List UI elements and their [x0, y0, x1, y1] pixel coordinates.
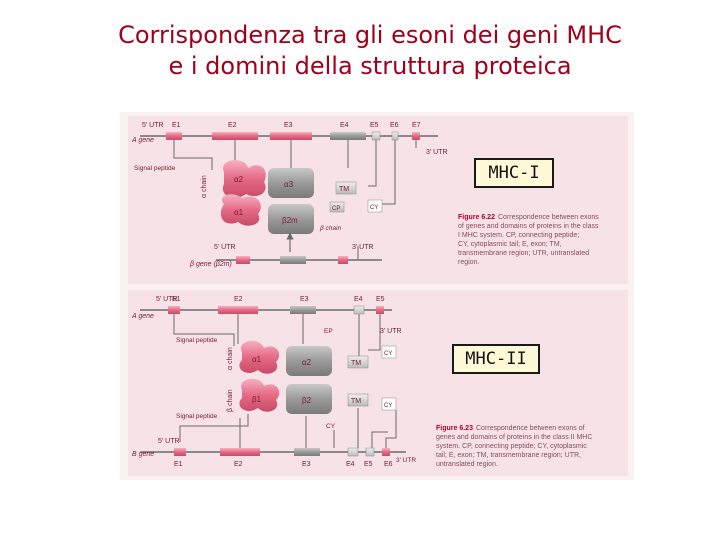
class2-cy-b-label: CY — [384, 403, 392, 409]
class1-cp-label: CP — [332, 206, 340, 212]
class2-b-exon-label-3: E3 — [302, 461, 311, 468]
class1-caption-head: Figure 6.22 — [458, 214, 495, 221]
class2-signal-peptide-b-label: Signal peptide — [176, 413, 218, 420]
class2-utr3-label: 3' UTR — [380, 328, 402, 335]
class2-a-exon-4 — [354, 306, 364, 314]
title-line-2: e i domini della struttura proteica — [60, 51, 680, 82]
class1-beta-utr5-label: 5' UTR — [214, 244, 236, 251]
class1-caption-line-5: transmembrane region; UTR, untranslated — [458, 250, 589, 257]
class1-utr3-label: 3' UTR — [426, 149, 448, 156]
class1-beta-gene-label: β gene (β2m) — [189, 261, 232, 268]
class1-exon-label-3: E3 — [284, 122, 293, 129]
class2-b-exon-label-2: E2 — [234, 461, 243, 468]
class2-a-exon-label-2: E2 — [234, 296, 243, 303]
class1-signal-peptide-label: Signal peptide — [134, 165, 176, 172]
class1-caption-line-6: region. — [458, 259, 479, 266]
class2-domain-label-a2: α2 — [302, 358, 312, 367]
class2-caption-line-5: untranslated region. — [436, 461, 498, 468]
class2-chain-a-label: α chain — [227, 347, 234, 370]
class1-beta-exon-3 — [338, 256, 348, 264]
title-line-1: Corrispondenza tra gli esoni dei geni MH… — [60, 20, 680, 51]
class2-a-exon-1 — [168, 306, 180, 314]
class2-a-exon-label-1: E1 — [172, 296, 181, 303]
class1-exon-label-5: E5 — [370, 122, 379, 129]
class2-caption-line-1: Correspondence between exons of — [476, 425, 585, 432]
class1-gene-label: A gene — [131, 137, 154, 144]
class1-exon-6 — [392, 132, 398, 140]
class1-caption-line-3: I MHC system. CP, connecting peptide; — [458, 232, 579, 239]
class2-caption-line-2: genes and domains of proteins in the cla… — [436, 434, 592, 441]
class2-tm-a-label: TM — [351, 360, 361, 367]
class1-exon-label-7: E7 — [412, 122, 421, 129]
class2-b-exon-1 — [174, 448, 186, 456]
class2-domain-label-b1: β1 — [252, 395, 262, 404]
class2-b-exon-2 — [220, 448, 260, 456]
class1-tm-label: TM — [339, 186, 349, 193]
class2-b-utr3-label: 3' UTR — [396, 457, 416, 464]
class1-exon-3 — [270, 132, 312, 140]
class2-b-exon-label-4: E4 — [346, 461, 355, 468]
class2-a-exon-5 — [376, 306, 384, 314]
class2-b-exon-6 — [382, 448, 390, 456]
class2-caption-head: Figure 6.23 — [436, 425, 473, 432]
class1-exon-label-1: E1 — [172, 122, 181, 129]
class2-caption-line-3: system. CP, connecting peptide; CY, cyto… — [436, 443, 587, 450]
class1-exon-4 — [330, 132, 366, 140]
class2-a-exon-3 — [290, 306, 316, 314]
class2-gene-a-label: A gene — [131, 313, 154, 320]
class2-b-utr5-label: 5' UTR — [158, 438, 180, 445]
class1-caption-line-1: Correspondence between exons — [498, 214, 599, 221]
class1-exon-1 — [166, 132, 182, 140]
class2-a-exon-label-4: E4 — [354, 296, 363, 303]
class2-a-exon-2 — [218, 306, 258, 314]
class2-signal-peptide-label: Signal peptide — [176, 337, 218, 344]
class2-a-exon-label-3: E3 — [300, 296, 309, 303]
class1-exon-2 — [212, 132, 258, 140]
class1-domain-a2 — [223, 160, 266, 198]
class2-b-exon-3 — [294, 448, 320, 456]
class1-beta-exon-2 — [280, 256, 306, 264]
class1-domain-label-a2: α2 — [234, 175, 244, 184]
class1-caption-line-4: CY, cytoplasmic tail; E, exon; TM, — [458, 241, 562, 248]
class2-cy-a-label: CY — [384, 351, 392, 357]
mhc-exon-domain-figure: 5' UTR E1 E2 E3 E4 E5 E6 E7 A gene 3' UT… — [120, 112, 634, 480]
class2-b-exon-label-5: E5 — [364, 461, 373, 468]
class1-exon-7 — [412, 132, 420, 140]
class1-domain-label-b2m: β2m — [282, 216, 298, 225]
class2-b-exon-label-6: E6 — [384, 461, 393, 468]
class1-exon-5 — [372, 132, 380, 140]
class1-beta-exon-1 — [236, 256, 250, 264]
class1-exon-label-6: E6 — [390, 122, 399, 129]
class2-ep-label: EP — [324, 328, 333, 335]
class1-utr5-label: 5' UTR — [142, 122, 164, 129]
class1-domain-label-a1: α1 — [234, 208, 244, 217]
class1-cy-label: CY — [370, 205, 378, 211]
class1-caption-line-2: of genes and domains of proteins in the … — [458, 223, 599, 230]
class2-gene-b-label: B gene — [132, 451, 154, 458]
mhc-i-label-box: MHC-I — [474, 158, 554, 188]
class2-chain-b-label: β chain — [227, 389, 234, 412]
class2-tm-b-label: TM — [351, 398, 361, 405]
class2-cy-bottom-label: CY — [326, 423, 336, 430]
class1-exon-label-2: E2 — [228, 122, 237, 129]
class1-domain-label-a3: α3 — [284, 180, 294, 189]
class2-b-exon-label-1: E1 — [174, 461, 183, 468]
class1-beta-chain-label: β chain — [319, 225, 341, 232]
class2-b-exon-5 — [366, 448, 374, 456]
class1-chain-label: α chain — [201, 175, 208, 198]
class1-beta-utr3-label: 3' UTR — [352, 244, 374, 251]
slide-title: Corrispondenza tra gli esoni dei geni MH… — [60, 20, 680, 82]
class2-a-exon-label-5: E5 — [376, 296, 385, 303]
class2-domain-label-b2: β2 — [302, 396, 312, 405]
mhc-ii-label-box: MHC-II — [452, 344, 540, 374]
class1-exon-label-4: E4 — [340, 122, 349, 129]
class2-domain-label-a1: α1 — [252, 355, 262, 364]
class2-caption-line-4: tail; E, exon; TM, transmembrane region;… — [436, 452, 581, 459]
class2-b-exon-4 — [348, 448, 358, 456]
